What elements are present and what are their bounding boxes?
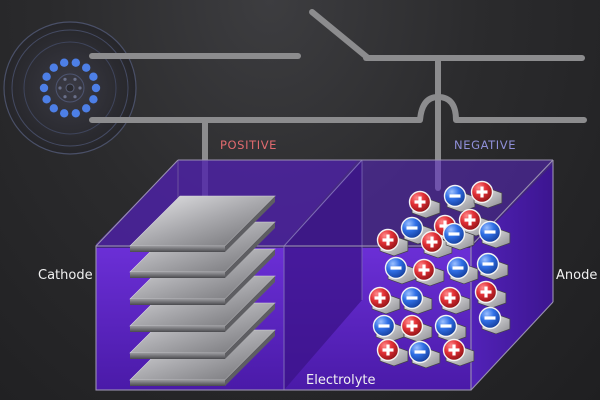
wheel-hub-dot <box>78 86 82 90</box>
cathode-plate <box>129 195 276 252</box>
wheel-dot <box>82 63 91 72</box>
minus-sign <box>440 324 452 328</box>
cation-ion <box>474 280 498 304</box>
cathode-plates <box>129 195 276 386</box>
minus-sign <box>484 316 496 320</box>
wheel-dot <box>91 83 101 93</box>
minus-sign <box>406 296 418 300</box>
anion-ion <box>476 252 500 276</box>
electrolyte-label: Electrolyte <box>306 373 376 388</box>
switch-lever-icon <box>309 9 371 61</box>
anion-ion <box>443 184 467 208</box>
anion-ion <box>400 286 424 310</box>
cation-ion <box>442 338 466 362</box>
minus-sign <box>449 194 461 198</box>
wheel-dot <box>71 58 81 67</box>
wheel-dot <box>42 95 51 104</box>
anion-ion <box>446 256 470 280</box>
minus-sign <box>378 324 390 328</box>
anion-ion <box>478 220 502 244</box>
wheel-hub-dot <box>63 77 67 81</box>
minus-sign <box>406 226 418 230</box>
minus-sign <box>482 262 494 266</box>
anion-ion <box>408 340 432 364</box>
wheel-dot <box>39 83 49 93</box>
wheel-hub-dot <box>63 95 67 99</box>
positive-label: POSITIVE <box>220 138 278 152</box>
wheel-dot <box>82 104 91 113</box>
minus-sign <box>452 266 464 270</box>
cation-ion <box>368 286 392 310</box>
minus-sign <box>390 266 402 270</box>
electrolyte-side <box>471 164 553 390</box>
wheel-dot-ring <box>39 58 101 118</box>
anion-ion <box>478 306 502 330</box>
anion-ion <box>400 216 424 240</box>
cation-ion <box>412 258 436 282</box>
wheel-dot <box>42 72 51 81</box>
wheel-dot <box>89 95 98 104</box>
anion-ion <box>434 314 458 338</box>
wheel-dot <box>59 58 69 67</box>
cathode-label: Cathode <box>38 268 93 283</box>
wheel-hub-dot <box>73 95 77 99</box>
wheel-dot <box>49 104 58 113</box>
wheel-dot <box>71 109 81 118</box>
separator <box>284 160 362 390</box>
cation-ion <box>420 230 444 254</box>
anode-structure <box>368 180 511 369</box>
cation-ion <box>438 286 462 310</box>
anion-ion <box>442 222 466 246</box>
cation-ion <box>376 338 400 362</box>
wheel-dot <box>59 109 69 118</box>
wheel-dot <box>89 72 98 81</box>
motor-wheel-icon <box>3 21 137 155</box>
anion-ion <box>372 314 396 338</box>
wheel-hub-dot <box>58 86 62 90</box>
lower-wire <box>89 94 587 123</box>
cation-ion <box>470 180 494 204</box>
cation-ion <box>400 314 424 338</box>
anode-label: Anode <box>556 268 598 283</box>
minus-sign <box>448 232 460 236</box>
cation-ion <box>376 228 400 252</box>
anion-ion <box>384 256 408 280</box>
wheel-hub-dot <box>73 77 77 81</box>
negative-label: NEGATIVE <box>454 138 517 152</box>
cation-ion <box>408 190 432 214</box>
cation-ion <box>458 208 482 232</box>
minus-sign <box>484 230 496 234</box>
minus-sign <box>414 350 426 354</box>
wheel-dot <box>49 63 58 72</box>
